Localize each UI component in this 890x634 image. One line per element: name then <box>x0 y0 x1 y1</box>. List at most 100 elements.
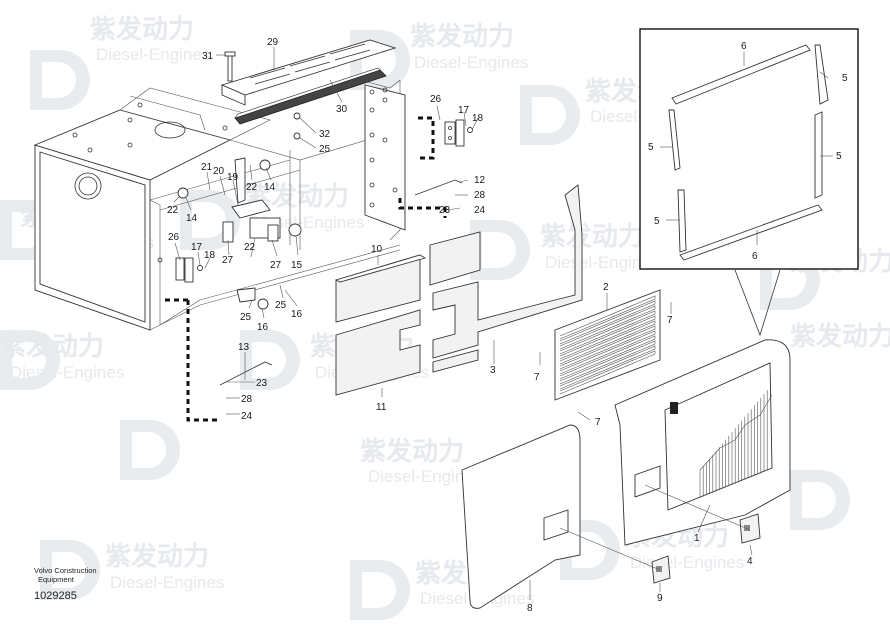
callout-5: 5 <box>648 142 654 153</box>
grille-strip-part-30 <box>234 67 387 125</box>
watermark-brand-en: Diesel-Engines <box>545 253 659 272</box>
callout-6: 6 <box>752 251 758 262</box>
callout-11: 11 <box>376 402 387 413</box>
callout-23: 23 <box>439 205 451 216</box>
watermark-brand-cn: 紫发动力 <box>360 436 464 466</box>
callout-18: 18 <box>204 250 216 261</box>
callout-27: 27 <box>222 255 234 266</box>
seal-dashes <box>165 116 447 422</box>
watermark-brand-cn: 紫发动力 <box>790 321 890 351</box>
watermark-brand-cn: 紫发动力 <box>540 221 644 251</box>
bracket-part-19 <box>231 157 271 303</box>
callout-1: 1 <box>694 533 700 544</box>
callout-26: 26 <box>430 94 442 105</box>
callout-17: 17 <box>458 105 470 116</box>
callout-25: 25 <box>240 312 252 323</box>
company-name-line2: Equipment <box>38 575 74 584</box>
callout-14: 14 <box>264 182 276 193</box>
callout-16: 16 <box>291 309 303 320</box>
company-name: Volvo Construction <box>34 566 97 575</box>
callout-14: 14 <box>186 213 198 224</box>
door-part-8 <box>461 424 581 609</box>
grille-louvre <box>559 345 656 390</box>
callout-29: 29 <box>267 37 279 48</box>
grille-louvre <box>559 325 656 370</box>
callout-2: 2 <box>603 282 609 293</box>
callout-24: 24 <box>241 411 253 422</box>
callout-5: 5 <box>842 73 848 84</box>
grille-louvre <box>559 315 656 360</box>
watermark-brand-en: Diesel-Engines <box>110 573 224 592</box>
callout-28: 28 <box>241 394 253 405</box>
seal-detail-inset <box>639 28 859 270</box>
callout-30: 30 <box>336 104 348 115</box>
callout-7: 7 <box>667 315 673 326</box>
callout-4: 4 <box>747 556 753 567</box>
callout-12: 12 <box>474 175 486 186</box>
grille-louvre <box>559 320 656 365</box>
rod-part-12 <box>414 179 463 196</box>
leader-lines <box>173 47 833 600</box>
callout-31: 31 <box>202 51 214 62</box>
callout-20: 20 <box>213 166 225 177</box>
callout-19: 19 <box>227 172 239 183</box>
watermark-brand-cn: 紫发动力 <box>90 14 194 44</box>
grille-louvre <box>559 340 656 385</box>
callout-13: 13 <box>238 342 250 353</box>
callout-21: 21 <box>201 162 213 173</box>
callout-26: 26 <box>168 232 180 243</box>
callout-22: 22 <box>167 205 179 216</box>
callout-23: 23 <box>256 378 268 389</box>
insulation-part-3 <box>429 184 583 373</box>
hinge-part-26 <box>175 119 465 283</box>
top-cover-part-29 <box>220 39 397 106</box>
callout-labels: 31 29 30 32 25 26 17 18 21 20 19 22 14 2… <box>167 37 848 614</box>
bolt-part-31 <box>224 51 236 82</box>
callout-6: 6 <box>741 41 747 52</box>
callout-3: 3 <box>490 365 496 376</box>
callout-28: 28 <box>474 190 486 201</box>
callout-25: 25 <box>275 300 287 311</box>
callout-25: 25 <box>319 144 331 155</box>
grille-louvre <box>559 295 656 340</box>
callout-8: 8 <box>527 603 533 614</box>
drawing-footer: Volvo Construction Equipment 1029285 <box>34 566 97 602</box>
watermark-brand-en: Diesel-Engines <box>368 467 482 486</box>
grille-louvre <box>559 310 656 355</box>
rod-part-13 <box>219 361 273 386</box>
housing-frame <box>33 79 406 331</box>
insulation-part-10 <box>334 254 427 323</box>
callout-18: 18 <box>472 113 484 124</box>
grille-louvre <box>559 350 656 395</box>
grille-louvre <box>559 330 656 375</box>
callout-16: 16 <box>257 322 269 333</box>
callout-7: 7 <box>534 372 540 383</box>
grille-louvre <box>559 305 656 350</box>
watermark-brand-cn: 紫发动力 <box>410 21 514 51</box>
callout-22: 22 <box>244 242 256 253</box>
watermark-brand-en: Diesel-Engines <box>10 363 124 382</box>
latch-part-9 <box>651 555 671 584</box>
grille-louvre <box>559 335 656 380</box>
callout-10: 10 <box>371 244 383 255</box>
callout-15: 15 <box>291 260 303 271</box>
callout-17: 17 <box>191 242 203 253</box>
callout-7: 7 <box>595 417 601 428</box>
watermark-brand-cn: 紫发动力 <box>0 331 104 361</box>
callout-27: 27 <box>270 260 282 271</box>
callout-5: 5 <box>654 216 660 227</box>
watermark-brand-en: Diesel-Engines <box>414 53 528 72</box>
latch-part-4 <box>739 513 761 544</box>
hinge-part-27 <box>222 217 281 243</box>
drawing-number: 1029285 <box>34 590 77 602</box>
knob-parts <box>177 112 473 310</box>
insulation-part-11 <box>335 309 421 396</box>
callout-9: 9 <box>657 593 663 604</box>
grille-part-2 <box>554 289 661 401</box>
grille-louvre <box>559 300 656 345</box>
callout-24: 24 <box>474 205 486 216</box>
callout-22: 22 <box>246 182 258 193</box>
watermark-brand-en: Diesel-Engines <box>630 553 744 572</box>
door-hatch-edge <box>699 394 773 471</box>
